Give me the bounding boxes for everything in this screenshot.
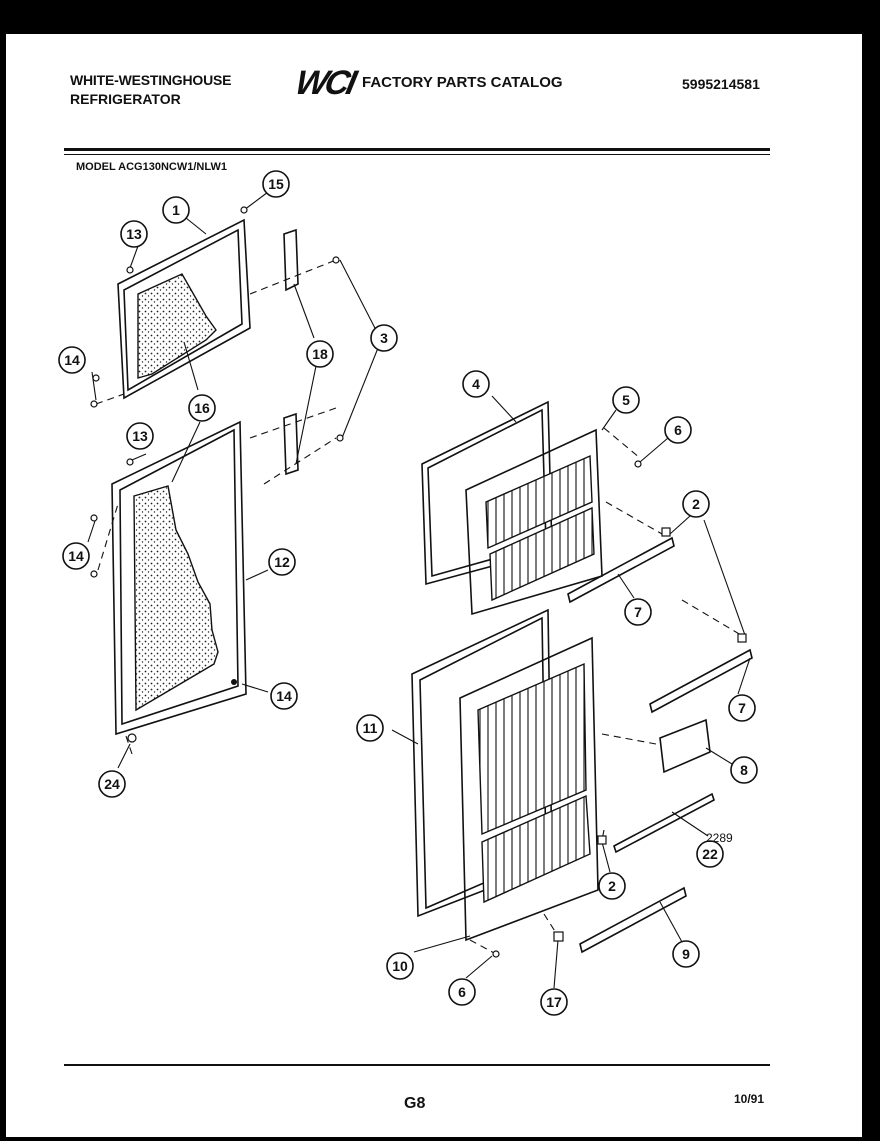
callout-1: 1 (162, 196, 190, 224)
callout-18-label: 18 (312, 346, 328, 362)
callout-22-label: 22 (702, 846, 718, 862)
door-handle-strips (283, 228, 299, 476)
callout-10-label: 10 (392, 958, 408, 974)
callout-13-upper-label: 13 (126, 226, 142, 242)
callout-2-lower-label: 2 (608, 878, 616, 894)
callout-leader-lines (87, 191, 751, 989)
header-rule-top (64, 148, 770, 151)
assembly-lines-left (95, 259, 337, 755)
callout-2-upper: 2 (682, 490, 710, 518)
callout-14-lower: 14 (270, 682, 298, 710)
callout-17: 17 (540, 988, 568, 1016)
callout-7-upper-label: 7 (634, 604, 642, 620)
callout-22: 22 (696, 840, 724, 868)
callout-8: 8 (730, 756, 758, 784)
page-number: G8 (404, 1095, 426, 1112)
callout-6-upper: 6 (664, 416, 692, 444)
callout-7-upper: 7 (624, 598, 652, 626)
callout-2-lower: 2 (598, 872, 626, 900)
callout-24: 24 (98, 770, 126, 798)
callout-3: 3 (370, 324, 398, 352)
callout-3-label: 3 (380, 330, 388, 346)
callout-6-lower: 6 (448, 978, 476, 1006)
callout-1-label: 1 (172, 202, 180, 218)
door-shelf-rails (567, 536, 753, 954)
callout-14-upper-label: 14 (64, 352, 80, 368)
callout-18: 18 (306, 340, 334, 368)
callout-6-lower-label: 6 (458, 984, 466, 1000)
callout-5-label: 5 (622, 392, 630, 408)
callout-8-label: 8 (740, 762, 748, 778)
catalog-title: FACTORY PARTS CATALOG (362, 74, 563, 91)
callout-13-upper: 13 (120, 220, 148, 248)
freezer-door-liner (465, 428, 603, 616)
callout-15: 15 (262, 170, 290, 198)
catalog-part-number: 5995214581 (682, 76, 760, 92)
brand-line-1: WHITE-WESTINGHOUSE (70, 72, 232, 88)
callout-14-lower-label: 14 (276, 688, 292, 704)
diagram-number: 2289 (706, 831, 733, 845)
callout-12-label: 12 (274, 554, 290, 570)
fasteners (90, 206, 747, 958)
callout-17-label: 17 (546, 994, 562, 1010)
callout-11: 11 (356, 714, 384, 742)
callout-9-label: 9 (682, 946, 690, 962)
footer-rule (64, 1064, 770, 1066)
assembly-lines-right (469, 427, 747, 955)
fresh-food-door-liner (459, 636, 599, 942)
callout-6-upper-label: 6 (674, 422, 682, 438)
callout-14-middle-label: 14 (68, 548, 84, 564)
model-label: MODEL ACG130NCW1/NLW1 (76, 161, 227, 173)
callout-5: 5 (612, 386, 640, 414)
revision-date: 10/91 (734, 1092, 765, 1106)
callout-12: 12 (268, 548, 296, 576)
callout-13-lower: 13 (126, 422, 154, 450)
callout-13-lower-label: 13 (132, 428, 148, 444)
callout-4-label: 4 (472, 376, 480, 392)
callout-14-upper: 14 (58, 346, 86, 374)
callout-24-label: 24 (104, 776, 120, 792)
callout-7-lower: 7 (728, 694, 756, 722)
callout-16-label: 16 (194, 400, 210, 416)
catalog-sheet: WHITE-WESTINGHOUSE REFRIGERATOR WCI FACT… (6, 34, 862, 1137)
callout-9: 9 (672, 940, 700, 968)
callout-16: 16 (188, 394, 216, 422)
callout-4: 4 (462, 370, 490, 398)
callout-10: 10 (386, 952, 414, 980)
exploded-parts-diagram: 1 15 13 3 18 14 16 13 14 12 14 24 4 5 6 … (58, 170, 758, 1016)
brand-line-2: REFRIGERATOR (70, 91, 181, 107)
callout-14-middle: 14 (62, 542, 90, 570)
callout-7-lower-label: 7 (738, 700, 746, 716)
fresh-food-door-outer-panel (111, 420, 247, 736)
callout-15-label: 15 (268, 176, 284, 192)
header-rule-bottom (64, 154, 770, 155)
freezer-door-outer-panel (117, 218, 251, 400)
callout-11-label: 11 (363, 720, 378, 736)
callout-2-upper-label: 2 (692, 496, 700, 512)
